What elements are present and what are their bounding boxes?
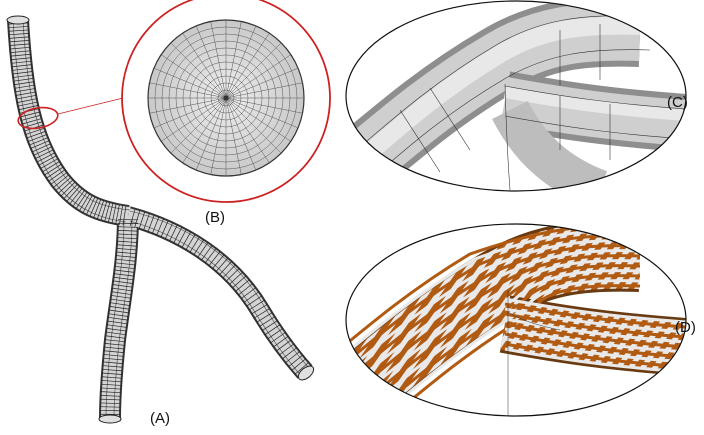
label-a: (A) bbox=[150, 410, 170, 427]
bifurcation-mesh-closeup bbox=[345, 0, 687, 192]
label-b: (B) bbox=[205, 209, 225, 226]
vessel-mesh bbox=[6, 15, 315, 424]
cross-section-panel bbox=[121, 0, 331, 203]
cross-section-leader bbox=[57, 97, 124, 115]
label-c: (C) bbox=[667, 94, 688, 111]
cross-section-marker bbox=[17, 106, 59, 130]
bifurcation-zebra-closeup bbox=[345, 223, 687, 417]
label-d: (D) bbox=[675, 319, 696, 336]
